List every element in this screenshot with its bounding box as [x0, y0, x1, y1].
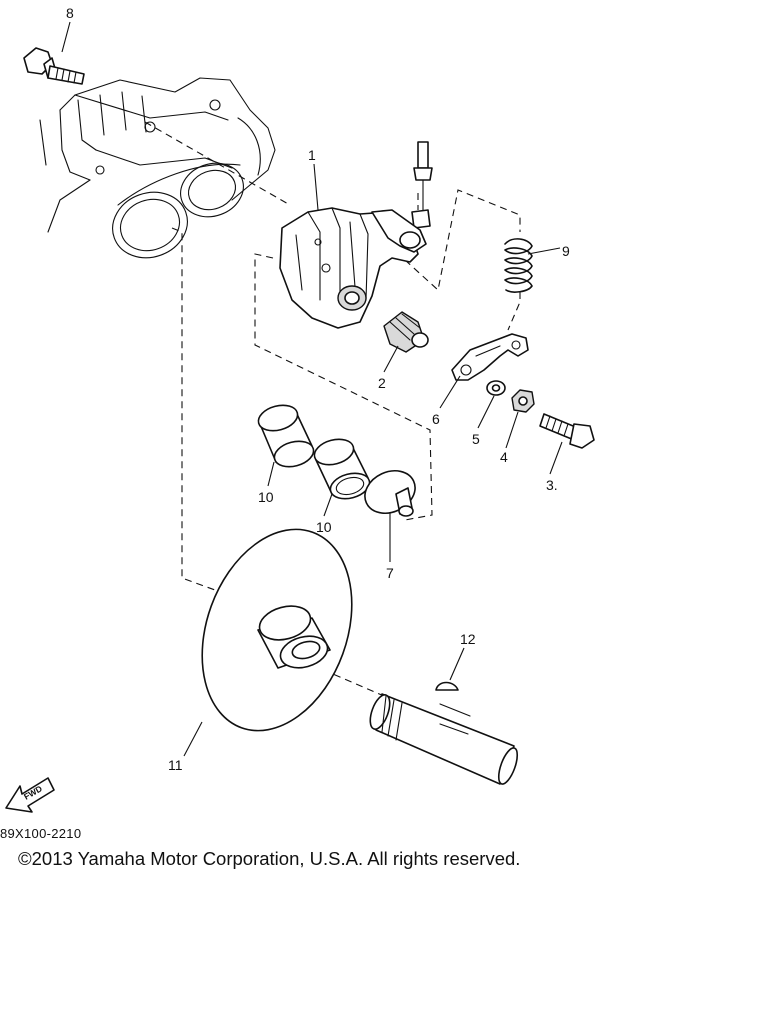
callout-5: 5	[472, 431, 480, 447]
fwd-direction-arrow: FWD	[5, 777, 55, 813]
copyright-notice: ©2013 Yamaha Motor Corporation, U.S.A. A…	[18, 848, 521, 869]
gasket-ring	[112, 162, 244, 259]
disc-sheave-part-11	[201, 528, 353, 732]
woodruff-key-part-12	[435, 681, 459, 691]
lever-plate-part-6	[451, 333, 529, 381]
engine-housing	[39, 77, 276, 233]
callout-11: 11	[168, 757, 183, 773]
bushing-part-10a	[257, 404, 315, 468]
bolt-part-8	[23, 47, 85, 85]
callout-7: 7	[386, 565, 394, 581]
lever-housing-part-1	[279, 207, 427, 329]
callout-2: 2	[378, 375, 386, 391]
flange-pin-part-7	[364, 470, 416, 517]
control-cable	[411, 141, 433, 229]
diagram-code: 89X100-2210	[0, 826, 82, 841]
callout-3: 3.	[546, 477, 558, 493]
bolt-part-3	[539, 413, 595, 449]
callout-1: 1	[308, 147, 316, 163]
callout-8: 8	[66, 5, 74, 21]
callout-10a: 10	[258, 489, 274, 505]
callout-10b: 10	[316, 519, 332, 535]
bushing-part-10b	[313, 438, 371, 500]
adjust-screw-part-2	[383, 311, 429, 353]
washer-part-5	[486, 380, 506, 396]
spring-part-9	[504, 238, 533, 293]
callout-labels: 8 1 9 2 6 5 4 3. 10 10 7 12 11	[66, 5, 570, 773]
exploded-parts-diagram: 8 1 9 2 6 5 4 3. 10 10 7 12 11 FWD	[5, 5, 595, 813]
nut-part-4	[511, 389, 535, 413]
callout-4: 4	[500, 449, 508, 465]
callout-12: 12	[460, 631, 476, 647]
callout-9: 9	[562, 243, 570, 259]
leader-lines	[61, 21, 563, 757]
callout-6: 6	[432, 411, 440, 427]
splined-shaft	[369, 693, 519, 785]
